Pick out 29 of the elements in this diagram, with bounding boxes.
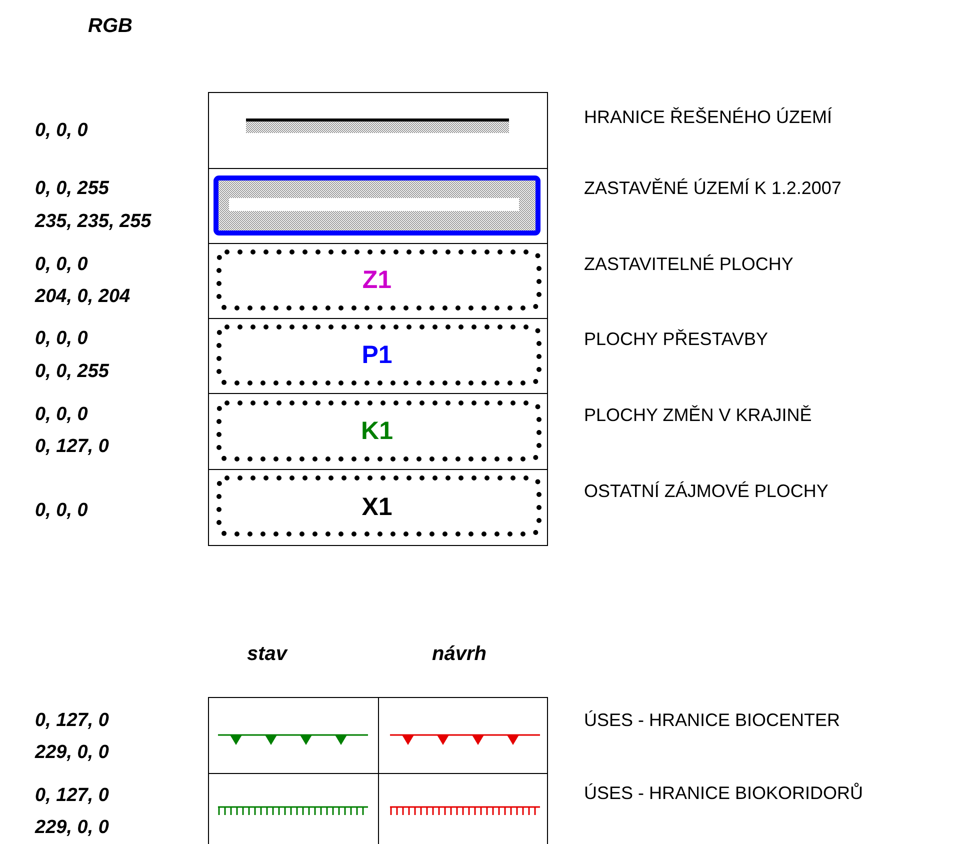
rgb-value: 0, 0, 0 [35,405,88,424]
legend-text: HRANICE ŘEŠENÉHO ÚZEMÍ [584,108,832,126]
area-code: X1 [362,495,392,520]
area-code: K1 [361,419,393,444]
rgb-value: 0, 127, 0 [35,786,109,805]
area-code: P1 [362,343,392,368]
legend-text: PLOCHY ZMĚN V KRAJINĚ [584,406,812,424]
rgb-value: 235, 235, 255 [35,212,152,231]
column-header: RGB [88,16,132,36]
rgb-value: 0, 0, 255 [35,362,109,381]
rgb-value: 0, 127, 0 [35,711,109,730]
legend-text: ÚSES - HRANICE BIOKORIDORŮ [584,784,864,802]
rgb-value: 0, 0, 0 [35,255,88,274]
column-header: stav [247,644,288,664]
legend-text: ÚSES - HRANICE BIOCENTER [584,711,840,729]
rgb-value: 0, 0, 0 [35,501,88,520]
rgb-value: 0, 0, 0 [35,121,88,140]
rgb-value: 229, 0, 0 [35,818,109,837]
legend-text: ZASTAVITELNÉ PLOCHY [584,255,794,273]
area-code: Z1 [362,268,392,293]
legend-text: PLOCHY PŘESTAVBY [584,330,768,348]
column-header: návrh [432,644,486,664]
rgb-value: 0, 127, 0 [35,437,109,456]
rgb-value: 229, 0, 0 [35,743,109,762]
legend-text: ZASTAVĚNÉ ÚZEMÍ K 1.2.2007 [584,179,842,197]
rgb-value: 0, 0, 0 [35,329,88,348]
legend-text: OSTATNÍ ZÁJMOVÉ PLOCHY [584,482,828,500]
rgb-value: 0, 0, 255 [35,179,109,198]
rgb-value: 204, 0, 204 [35,287,130,306]
